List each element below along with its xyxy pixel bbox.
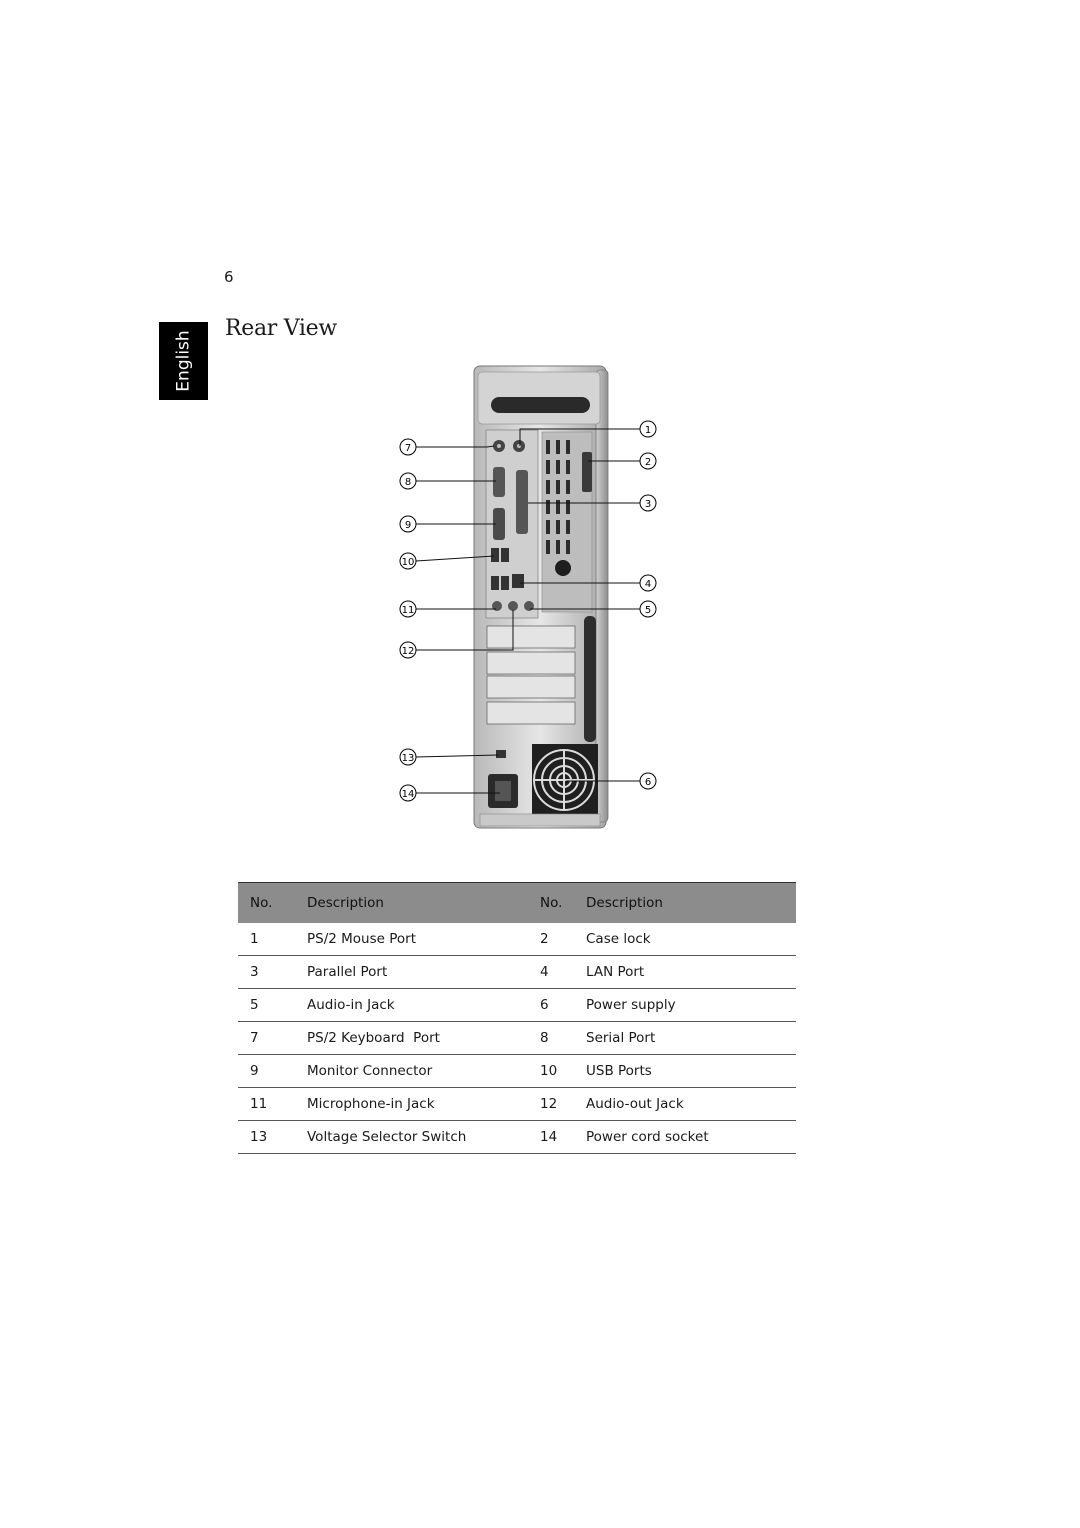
table-row: 5 Audio-in Jack 6 Power supply (238, 988, 796, 1022)
callout-14: 14 (399, 784, 417, 802)
table-row: 9 Monitor Connector 10 USB Ports (238, 1054, 796, 1088)
svg-text:7: 7 (405, 443, 411, 454)
row-description: Monitor Connector (295, 1054, 528, 1088)
svg-text:9: 9 (405, 520, 411, 531)
row-description: Parallel Port (295, 955, 528, 989)
row-description: Power cord socket (574, 1120, 796, 1154)
row-number: 7 (238, 1021, 295, 1055)
row-description: USB Ports (574, 1054, 796, 1088)
table-row: 1 PS/2 Mouse Port 2 Case lock (238, 923, 796, 956)
callout-10: 10 (399, 552, 417, 570)
language-tab: English (159, 322, 208, 400)
row-description: Case lock (574, 923, 796, 956)
callout-5: 5 (639, 600, 657, 618)
case-lock (582, 452, 592, 492)
row-number: 4 (528, 955, 574, 989)
callout-lines (415, 428, 640, 794)
svg-text:13: 13 (402, 753, 415, 764)
row-number: 3 (238, 955, 295, 989)
callout-11: 11 (399, 600, 417, 618)
svg-text:3: 3 (645, 499, 651, 510)
callout-1: 1 (639, 420, 657, 438)
callout-7: 7 (399, 438, 417, 456)
row-description: Microphone-in Jack (295, 1087, 528, 1121)
header-no: No. (528, 882, 574, 923)
row-description: LAN Port (574, 955, 796, 989)
svg-text:2: 2 (645, 457, 651, 468)
svg-text:14: 14 (402, 789, 415, 800)
row-description: Power supply (574, 988, 796, 1022)
svg-text:12: 12 (402, 646, 415, 657)
row-description: PS/2 Mouse Port (295, 923, 528, 956)
svg-text:1: 1 (645, 425, 651, 436)
callout-3: 3 (639, 494, 657, 512)
callout-12: 12 (399, 641, 417, 659)
page-number: 6 (224, 268, 234, 286)
fan-guard (533, 749, 595, 811)
section-title: Rear View (225, 316, 337, 341)
row-number: 1 (238, 923, 295, 956)
header-no: No. (238, 882, 295, 923)
row-description: Audio-out Jack (574, 1087, 796, 1121)
callout-2: 2 (639, 452, 657, 470)
callout-9: 9 (399, 515, 417, 533)
svg-text:6: 6 (645, 777, 651, 788)
row-number: 9 (238, 1054, 295, 1088)
svg-text:11: 11 (402, 605, 415, 616)
callout-8: 8 (399, 472, 417, 490)
row-number: 8 (528, 1021, 574, 1055)
callout-6: 6 (639, 772, 657, 790)
svg-text:4: 4 (645, 579, 651, 590)
row-number: 6 (528, 988, 574, 1022)
row-description: PS/2 Keyboard Port (295, 1021, 528, 1055)
row-description: Voltage Selector Switch (295, 1120, 528, 1154)
row-number: 5 (238, 988, 295, 1022)
callout-4: 4 (639, 574, 657, 592)
row-number: 12 (528, 1087, 574, 1121)
table-row: 7 PS/2 Keyboard Port 8 Serial Port (238, 1021, 796, 1055)
row-number: 10 (528, 1054, 574, 1088)
computer-case (473, 365, 609, 829)
table-row: 13 Voltage Selector Switch 14 Power cord… (238, 1120, 796, 1154)
table-row: 11 Microphone-in Jack 12 Audio-out Jack (238, 1087, 796, 1121)
svg-text:8: 8 (405, 477, 411, 488)
header-description: Description (295, 882, 528, 923)
voltage-switch (496, 750, 506, 758)
row-number: 14 (528, 1120, 574, 1154)
row-number: 13 (238, 1120, 295, 1154)
table-header-row: No. Description No. Description (238, 882, 796, 923)
svg-text:10: 10 (402, 557, 415, 568)
top-vent (491, 397, 590, 413)
row-description: Audio-in Jack (295, 988, 528, 1022)
callout-13: 13 (399, 748, 417, 766)
rear-view-table: No. Description No. Description 1 PS/2 M… (238, 882, 796, 1154)
row-number: 2 (528, 923, 574, 956)
header-description: Description (574, 882, 796, 923)
svg-text:5: 5 (645, 605, 651, 616)
table-row: 3 Parallel Port 4 LAN Port (238, 955, 796, 989)
expansion-slots (486, 625, 576, 725)
row-description: Serial Port (574, 1021, 796, 1055)
row-number: 11 (238, 1087, 295, 1121)
